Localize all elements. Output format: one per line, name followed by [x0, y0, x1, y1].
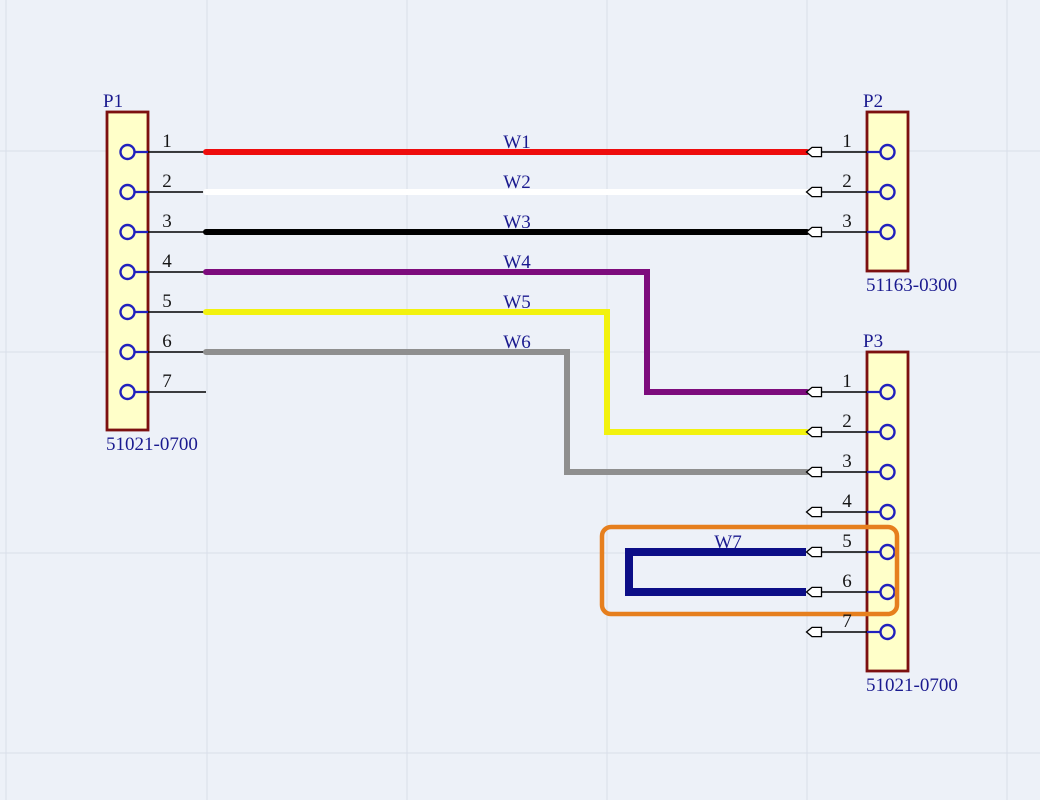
connector-P1-pin-5[interactable]	[119, 303, 207, 321]
pin-circle[interactable]	[119, 303, 136, 321]
pin-circle[interactable]	[119, 383, 136, 401]
pin-circle[interactable]	[879, 183, 896, 201]
connector-P3-pin-3[interactable]	[821, 463, 896, 481]
connector-P1-pin-6[interactable]	[119, 343, 207, 361]
wire-W5-label: W5	[503, 292, 530, 313]
connector-P3-pin-2-number: 2	[842, 411, 852, 432]
connector-P3-pin-3-number: 3	[842, 451, 852, 472]
connector-P3-pin-6-terminal-icon	[805, 586, 823, 598]
pin-circle[interactable]	[879, 383, 896, 401]
connector-P2-pin-2[interactable]	[821, 183, 896, 201]
connector-P3-pin-7-terminal-icon	[805, 626, 823, 638]
wires	[203, 149, 810, 596]
wire-W4-label: W4	[503, 252, 531, 273]
pin-circle[interactable]	[879, 583, 896, 601]
connector-P3[interactable]	[821, 350, 910, 673]
pin-circle[interactable]	[879, 623, 896, 641]
connector-P1-pin-1-number: 1	[162, 131, 172, 152]
wire-W3-label: W3	[503, 212, 530, 233]
connector-P1-pin-2-number: 2	[162, 171, 172, 192]
connector-P3-pin-2-terminal-icon	[805, 426, 823, 438]
highlight-box-W7[interactable]	[599, 524, 900, 617]
connector-P1-pin-2[interactable]	[119, 183, 207, 201]
pin-circle[interactable]	[119, 223, 136, 241]
connector-P2-label: P2	[863, 91, 883, 112]
connector-P2-pin-1[interactable]	[821, 143, 896, 161]
connector-P1-pin-3[interactable]	[119, 223, 207, 241]
connector-P2-pin-3-number: 3	[842, 211, 852, 232]
wire-W5[interactable]	[203, 309, 810, 435]
connector-P1-pin-1[interactable]	[119, 143, 207, 161]
connector-P1-pin-6-number: 6	[162, 331, 172, 352]
connector-P2-pin-2-number: 2	[842, 171, 852, 192]
connector-P1-label: P1	[103, 91, 123, 112]
connector-P3-pin-4-number: 4	[842, 491, 852, 512]
pin-circle[interactable]	[119, 263, 136, 281]
connector-P2-pin-1-terminal-icon	[805, 146, 823, 158]
connector-P3-pin-5-terminal-icon	[805, 546, 823, 558]
connector-P1-part-number: 51021-0700	[106, 434, 198, 455]
connector-P3-label: P3	[863, 331, 883, 352]
connector-P3-pin-5[interactable]	[821, 543, 896, 561]
pin-circle[interactable]	[119, 183, 136, 201]
pin-circle[interactable]	[119, 343, 136, 361]
pin-circle[interactable]	[879, 143, 896, 161]
wire-W2-label: W2	[503, 172, 530, 193]
connector-P1-pin-7[interactable]	[119, 383, 207, 401]
wire-W1-label: W1	[503, 132, 530, 153]
connector-P3-pin-1-number: 1	[842, 371, 852, 392]
pin-circle[interactable]	[879, 543, 896, 561]
connector-P2-pin-3[interactable]	[821, 223, 896, 241]
connector-P2-pin-1-number: 1	[842, 131, 852, 152]
connector-P2-pin-2-terminal-icon	[805, 186, 823, 198]
wire-W7[interactable]	[625, 548, 806, 596]
connector-P3-pin-7-number: 7	[842, 611, 852, 632]
connector-P3-part-number: 51021-0700	[866, 675, 958, 696]
connector-P1-pin-3-number: 3	[162, 211, 172, 232]
pin-circle[interactable]	[879, 423, 896, 441]
connector-P2[interactable]	[821, 110, 910, 273]
connector-P3-pin-1-terminal-icon	[805, 386, 823, 398]
connector-P2-pin-3-terminal-icon	[805, 226, 823, 238]
connector-P3-pin-4[interactable]	[821, 503, 896, 521]
connector-P3-pin-2[interactable]	[821, 423, 896, 441]
pin-circle[interactable]	[879, 463, 896, 481]
connector-P1-pin-4[interactable]	[119, 263, 207, 281]
connector-P3-pin-6[interactable]	[821, 583, 896, 601]
connector-P2-part-number: 51163-0300	[866, 275, 957, 296]
wire-W6[interactable]	[203, 349, 810, 475]
connector-P3-pin-4-terminal-icon	[805, 506, 823, 518]
connector-P3-pin-1[interactable]	[821, 383, 896, 401]
connector-P3-pin-3-terminal-icon	[805, 466, 823, 478]
connector-P1[interactable]	[105, 110, 207, 432]
wire-W7-label: W7	[714, 532, 741, 553]
connector-P1-pin-7-number: 7	[162, 371, 172, 392]
pin-circle[interactable]	[119, 143, 136, 161]
connector-P1-pin-5-number: 5	[162, 291, 172, 312]
wire-W6-label: W6	[503, 332, 530, 353]
wire-W4[interactable]	[203, 269, 810, 395]
connector-P3-pin-6-number: 6	[842, 571, 852, 592]
connector-P3-pin-7[interactable]	[821, 623, 896, 641]
connector-P3-pin-5-number: 5	[842, 531, 852, 552]
connector-P1-pin-4-number: 4	[162, 251, 172, 272]
pin-circle[interactable]	[879, 223, 896, 241]
pin-circle[interactable]	[879, 503, 896, 521]
